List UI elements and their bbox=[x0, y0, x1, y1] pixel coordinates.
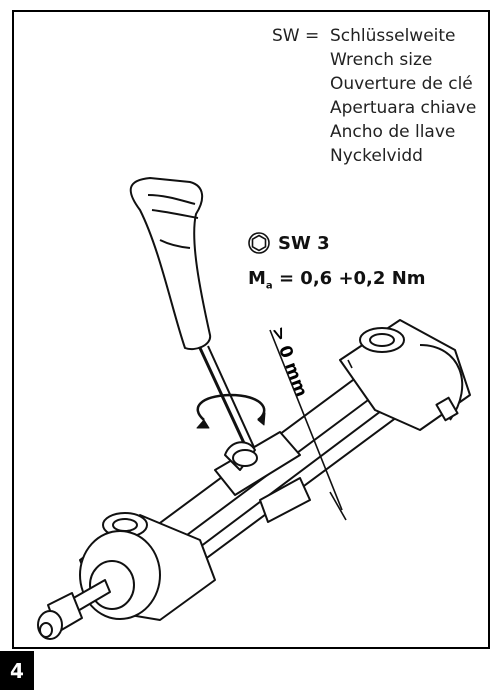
wrench-size-legend: SW = Schlüsselweite Wrench size Ouverture… bbox=[272, 24, 476, 168]
distance-dimension bbox=[269, 329, 353, 521]
legend-entry-sv: Nyckelvidd bbox=[330, 146, 423, 166]
legend-entry-it: Apertuara chiave bbox=[330, 98, 477, 118]
torque-value: = 0,6 +0,2 Nm bbox=[278, 268, 426, 289]
screwdriver bbox=[129, 177, 269, 483]
wrench-size-spec: SW 3 bbox=[248, 232, 330, 254]
piston-rod bbox=[37, 579, 111, 640]
step-number-badge: 4 bbox=[0, 651, 34, 690]
rotation-arrow-icon bbox=[196, 393, 266, 422]
legend-entry-en: Wrench size bbox=[330, 50, 433, 70]
torque-spec: Ma = 0,6 +0,2 Nm bbox=[248, 268, 426, 292]
rear-end-cap bbox=[339, 319, 471, 431]
wrench-size-value: SW 3 bbox=[278, 232, 330, 254]
legend-entry-de: Schlüsselweite bbox=[330, 26, 456, 46]
legend-prefix: SW = bbox=[272, 26, 320, 46]
legend-entry-fr: Ouverture de clé bbox=[330, 74, 473, 94]
torque-subscript: a bbox=[265, 280, 273, 292]
hexagon-socket-icon bbox=[248, 232, 270, 254]
torque-symbol: M bbox=[248, 268, 266, 289]
legend-entry-es: Ancho de llave bbox=[330, 122, 456, 142]
sensor-clamp bbox=[214, 431, 311, 523]
